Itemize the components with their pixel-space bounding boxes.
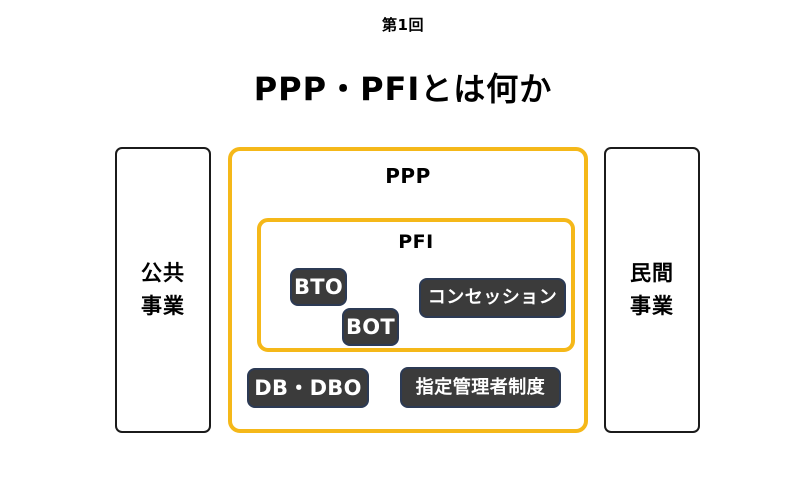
- public-sector-label: 公共 事業: [141, 261, 185, 318]
- private-sector-box: 民間 事業: [604, 147, 700, 433]
- public-sector-box: 公共 事業: [115, 147, 211, 433]
- slide-header: 第1回: [382, 16, 424, 34]
- ppp-box: PPP PFI BTO BOT コンセッション DB・DBO 指定管理者制度: [228, 147, 588, 433]
- chip-db-dbo: DB・DBO: [247, 368, 369, 408]
- pfi-box: PFI BTO BOT コンセッション: [257, 218, 575, 352]
- pfi-label: PFI: [398, 231, 434, 253]
- chip-designated-manager-system: 指定管理者制度: [400, 367, 561, 408]
- chip-bot: BOT: [342, 308, 399, 346]
- ppp-label: PPP: [385, 164, 431, 188]
- chip-concession: コンセッション: [419, 278, 566, 318]
- page-title: PPP・PFIとは何か: [253, 70, 553, 108]
- private-sector-label: 民間 事業: [630, 261, 674, 318]
- chip-bto: BTO: [290, 268, 347, 306]
